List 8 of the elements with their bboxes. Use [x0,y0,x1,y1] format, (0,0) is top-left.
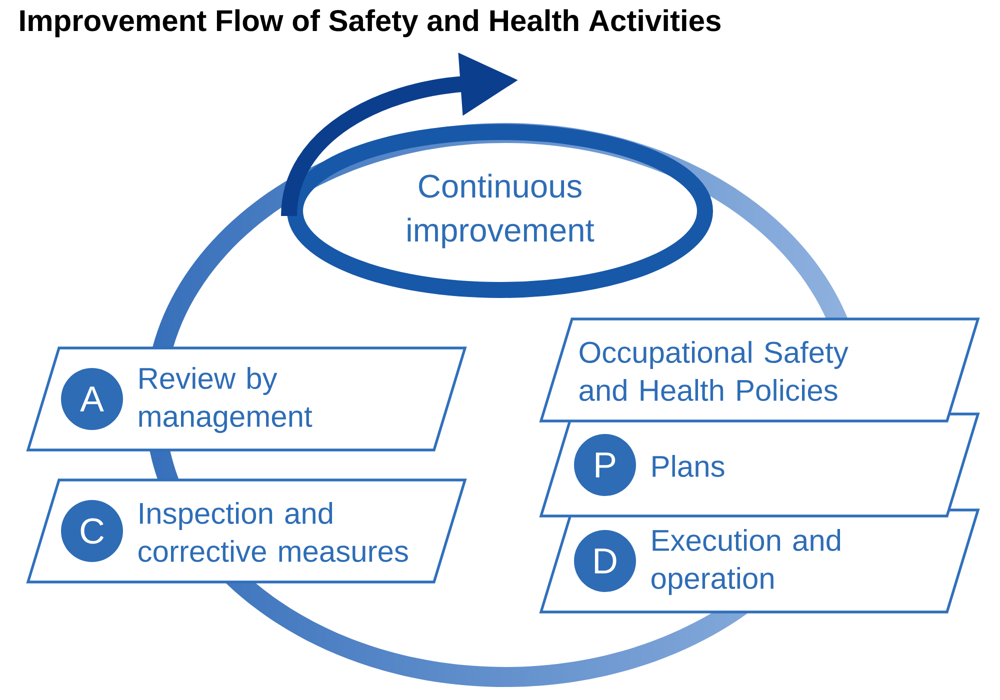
node-label: Occupational Safety and Health Policies [580,340,848,402]
letter-badge: A [61,368,123,430]
letter-badge: D [574,530,636,592]
node-label: Execution and operation [652,529,840,595]
diagram-title: Improvement Flow of Safety and Health Activities [20,9,720,38]
node-label: Plans [652,454,724,478]
letter-badge: C [61,500,123,562]
letter-badge: P [574,434,636,496]
